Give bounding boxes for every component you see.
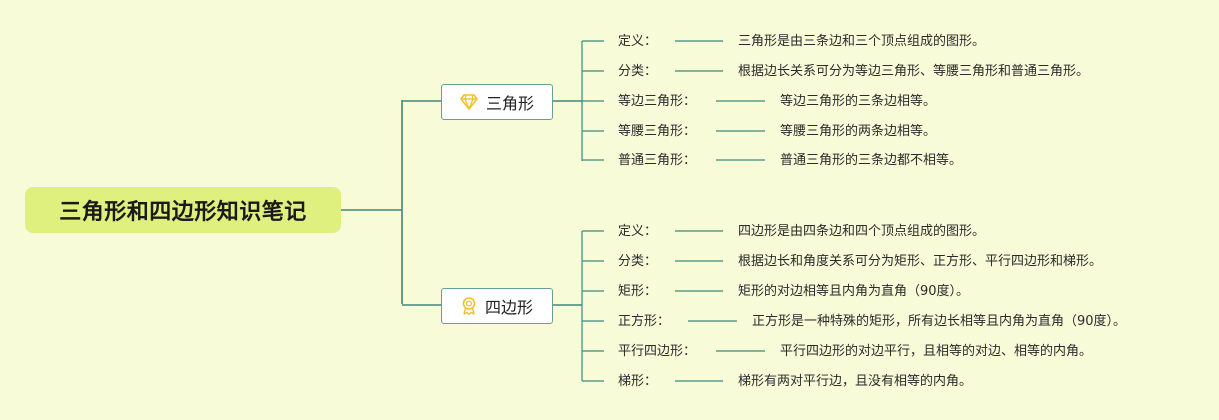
branch-node-triangle[interactable]: 三角形	[441, 84, 553, 120]
leaf-key: 分类：	[618, 254, 658, 269]
award-ribbon-icon	[462, 297, 476, 315]
leaf-value: 等腰三角形的两条边相等。	[780, 124, 937, 139]
leaf-value: 梯形有两对平行边，且没有相等的内角。	[738, 374, 973, 389]
leaf-key: 等边三角形：	[618, 94, 697, 109]
branch-node-quadrilateral[interactable]: 四边形	[441, 288, 553, 324]
leaf-value: 普通三角形的三条边都不相等。	[780, 153, 963, 168]
branch-label: 四边形	[484, 298, 533, 317]
leaf-value: 根据边长和角度关系可分为矩形、正方形、平行四边形和梯形。	[738, 254, 1103, 269]
branch-label: 三角形	[485, 94, 534, 113]
leaf-key: 分类：	[618, 64, 658, 79]
leaf-key: 定义：	[618, 34, 658, 49]
leaf-value: 根据边长关系可分为等边三角形、等腰三角形和普通三角形。	[738, 64, 1090, 79]
diamond-icon	[460, 94, 478, 110]
leaf-key: 平行四边形：	[618, 344, 697, 359]
leaf-value: 四边形是由四条边和四个顶点组成的图形。	[738, 224, 986, 239]
leaf-key: 矩形：	[618, 284, 658, 299]
leaf-key: 普通三角形：	[618, 153, 697, 168]
leaf-value: 平行四边形的对边平行，且相等的对边、相等的内角。	[780, 344, 1093, 359]
leaf-value: 等边三角形的三条边相等。	[780, 94, 937, 109]
leaf-key: 等腰三角形：	[618, 124, 697, 139]
leaf-key: 正方形：	[618, 314, 671, 329]
leaf-value: 矩形的对边相等且内角为直角（90度）。	[738, 284, 970, 299]
root-node[interactable]: 三角形和四边形知识笔记	[25, 187, 341, 233]
leaf-key: 梯形：	[618, 374, 658, 389]
leaf-key: 定义：	[618, 224, 658, 239]
root-node-label: 三角形和四边形知识笔记	[59, 200, 307, 225]
leaf-value: 正方形是一种特殊的矩形，所有边长相等且内角为直角（90度）。	[752, 314, 1127, 329]
leaf-value: 三角形是由三条边和三个顶点组成的图形。	[738, 34, 986, 49]
